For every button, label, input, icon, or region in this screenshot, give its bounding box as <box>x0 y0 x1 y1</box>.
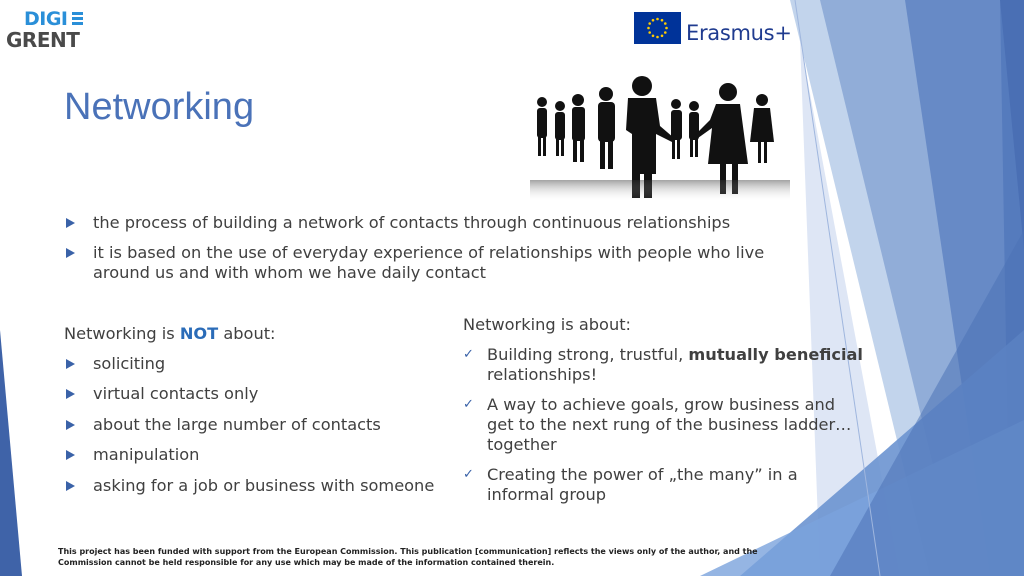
list-item: asking for a job or business with someon… <box>64 476 464 496</box>
list-item: ✓ A way to achieve goals, grow business … <box>463 395 863 455</box>
list-item: about the large number of contacts <box>64 415 464 435</box>
logo-bars-icon <box>72 12 83 26</box>
item-text: soliciting <box>93 354 166 373</box>
arrow-bullet-icon <box>66 248 75 258</box>
not-emphasis: NOT <box>179 324 219 343</box>
eu-flag-icon <box>634 12 681 44</box>
item-text: A way to achieve goals, grow business an… <box>487 395 852 454</box>
bullet-text: it is based on the use of everyday exper… <box>93 243 765 282</box>
bullet-text: the process of building a network of con… <box>93 213 731 232</box>
list-item: ✓ Building strong, trustful, mutually be… <box>463 345 863 384</box>
item-text: about the large number of contacts <box>93 414 381 434</box>
arrow-bullet-icon <box>66 359 75 369</box>
checkmark-icon: ✓ <box>463 397 474 412</box>
eu-disclaimer-footer: This project has been funded with suppor… <box>58 547 758 567</box>
business-people-illustration <box>530 76 790 202</box>
logo-line-2: GRENT <box>6 28 80 52</box>
arrow-bullet-icon <box>66 450 75 461</box>
is-about-heading: Networking is about: <box>463 315 632 334</box>
item-text: virtual contacts only <box>93 384 259 404</box>
item-text: manipulation <box>93 445 200 465</box>
is-about-section: Networking is about: ✓ Building strong, … <box>463 315 863 515</box>
list-item: manipulation <box>64 445 464 465</box>
not-about-section: Networking is NOT about: soliciting virt… <box>64 324 464 506</box>
list-item: the process of building a network of con… <box>64 213 804 233</box>
logo-line-1: DIGI <box>24 8 68 30</box>
erasmus-wordmark: Erasmus+ <box>686 21 792 45</box>
intro-bullet-list: the process of building a network of con… <box>64 213 804 293</box>
list-item: virtual contacts only <box>64 384 464 404</box>
list-item: ✓ Creating the power of „the many” in a … <box>463 465 863 505</box>
arrow-bullet-icon <box>66 218 75 228</box>
checkmark-icon: ✓ <box>463 467 474 482</box>
not-about-heading: Networking is NOT about: <box>64 324 276 343</box>
item-text: Creating the power of „the many” in a in… <box>487 465 798 504</box>
bold-phrase: mutually beneficial <box>688 345 863 364</box>
digigrent-logo: DIGI GRENT <box>6 6 86 52</box>
erasmus-logo: Erasmus+ <box>634 12 794 48</box>
list-item: it is based on the use of everyday exper… <box>64 243 804 283</box>
arrow-bullet-icon <box>66 480 75 491</box>
arrow-bullet-icon <box>66 389 75 400</box>
checkmark-icon: ✓ <box>463 347 474 362</box>
page-title: Networking <box>64 86 255 128</box>
list-item: soliciting <box>64 354 464 374</box>
arrow-bullet-icon <box>66 419 75 430</box>
item-text: asking for a job or business with someon… <box>93 475 435 495</box>
